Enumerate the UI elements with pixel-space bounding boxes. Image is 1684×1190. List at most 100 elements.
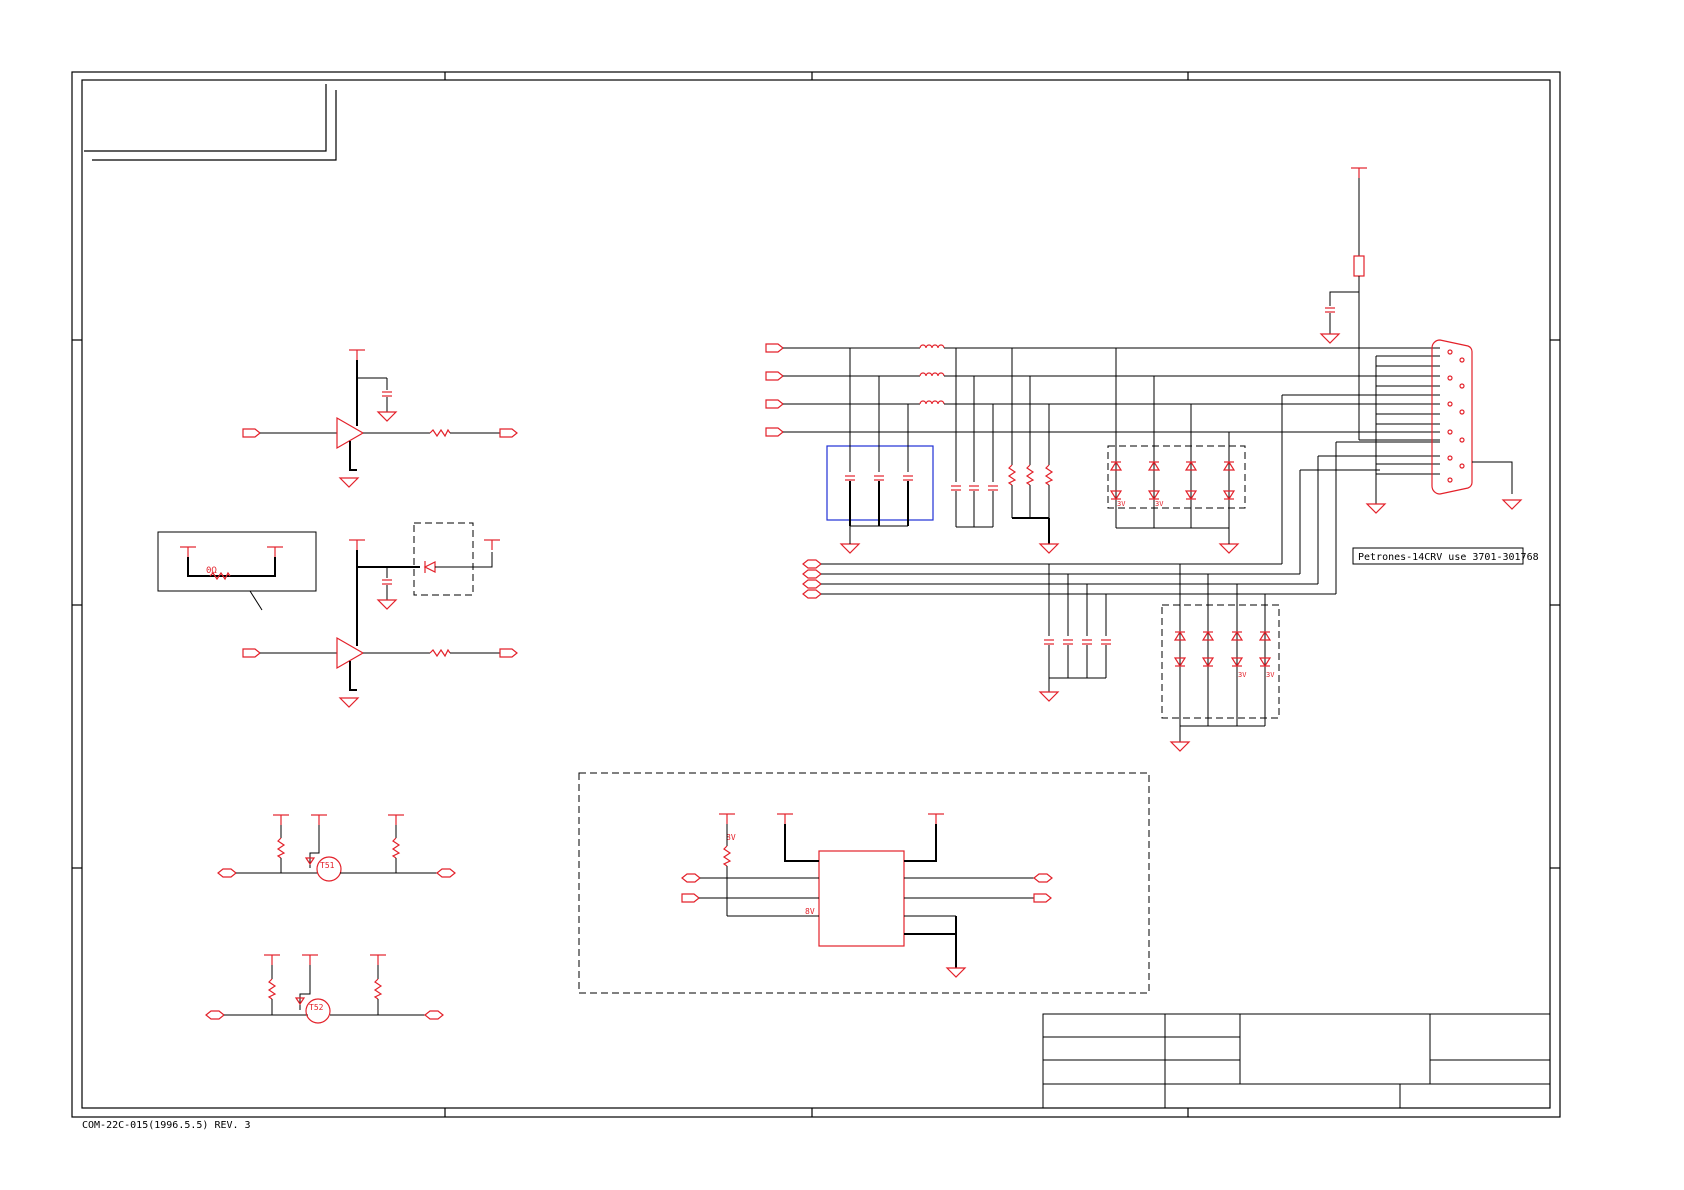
signal-port-icon: [802, 559, 822, 569]
buffer-amplifier-icon: [336, 636, 365, 670]
signal-port-icon: [242, 648, 261, 658]
power-rail-icon: [348, 349, 366, 361]
esd-group: [1107, 445, 1246, 509]
vreg-label-2: 8V: [805, 907, 815, 916]
resistor-icon: [268, 978, 276, 1000]
signal-port-icon: [802, 569, 822, 579]
buffer-amplifier-icon: [336, 416, 365, 450]
capacitor-icon: [844, 475, 856, 481]
power-rail-icon: [263, 954, 281, 966]
resistor-icon: [1045, 464, 1053, 486]
resistor-icon: [392, 837, 400, 859]
power-rail-icon: [387, 814, 405, 826]
capacitor-icon: [950, 485, 962, 491]
signal-port-icon: [802, 589, 822, 599]
signal-port-icon: [499, 648, 518, 658]
resistor-icon: [1008, 464, 1016, 486]
note-box: [1352, 547, 1524, 565]
signal-port-icon: [242, 428, 261, 438]
diode-icon: [294, 997, 306, 1006]
zener-label-c: 3V: [1238, 671, 1247, 679]
capacitor-icon: [1324, 307, 1336, 313]
power-rail-icon: [718, 813, 736, 825]
capacitor-icon: [1081, 639, 1093, 645]
ground-icon: [1039, 691, 1059, 702]
capacitor-icon: [873, 475, 885, 481]
power-rail-icon: [272, 814, 290, 826]
title-block: [1042, 1013, 1551, 1109]
resistor-icon: [429, 429, 451, 437]
signal-port-icon: [1033, 873, 1053, 883]
capacitor-icon: [902, 475, 914, 481]
ground-icon: [1502, 499, 1522, 510]
ground-icon: [1039, 543, 1059, 554]
signal-port-icon: [681, 873, 701, 883]
power-rail-icon: [1350, 167, 1368, 179]
ground-icon: [840, 543, 860, 554]
signal-port-icon: [499, 428, 518, 438]
capacitor-icon: [381, 391, 393, 397]
ground-icon: [377, 599, 397, 610]
bridge-label: 0Ω: [206, 566, 217, 576]
signal-port-icon: [765, 343, 784, 353]
mosfet-icon: [316, 856, 342, 882]
resistor-icon: [429, 649, 451, 657]
signal-port-icon: [436, 868, 456, 878]
esd-group: [1161, 604, 1280, 719]
signal-port-icon: [1033, 893, 1052, 903]
diode-icon: [304, 857, 316, 866]
capacitor-icon: [1062, 639, 1074, 645]
power-rail-icon: [348, 539, 366, 551]
power-rail-icon: [776, 813, 794, 825]
dsub-connector-icon: [1431, 339, 1473, 495]
ground-icon: [1366, 503, 1386, 514]
signal-port-icon: [217, 868, 237, 878]
buffer-circuit-1: [242, 349, 518, 488]
level-shifter-2: T52: [205, 954, 444, 1024]
ground-icon: [339, 477, 359, 488]
ground-icon: [339, 697, 359, 708]
ground-icon: [1219, 543, 1239, 554]
ground-icon: [377, 411, 397, 422]
signal-port-icon: [424, 1010, 444, 1020]
ic-block: 8V 8V: [578, 772, 1150, 994]
power-rail-icon: [301, 954, 319, 966]
capacitor-icon: [1043, 639, 1055, 645]
power-rail-icon: [927, 813, 945, 825]
signal-port-icon: [765, 399, 784, 409]
diode-icon: [423, 561, 436, 573]
form-number: COM-22C-015(1996.5.5) REV. 3: [82, 1120, 251, 1131]
level-shifter-1: T51: [217, 814, 456, 882]
signal-port-icon: [765, 427, 784, 437]
vga-interface: 3V 3V: [765, 167, 1539, 752]
power-rail-icon: [369, 954, 387, 966]
zener-label-d: 3V: [1266, 671, 1275, 679]
drawing-frame: [71, 71, 1561, 1118]
power-rail-icon: [310, 814, 328, 826]
ic-chip: [818, 850, 905, 947]
resistor-icon: [374, 978, 382, 1000]
transistor-label-2: T52: [309, 1003, 324, 1012]
capacitor-icon: [987, 485, 999, 491]
power-rail-icon: [179, 546, 197, 558]
ground-icon: [1170, 741, 1190, 752]
note-text: Petrones-14CRV use 3701-301768: [1358, 552, 1539, 563]
jumper-inset: 0Ω: [157, 531, 317, 611]
inductor-icon: [919, 344, 945, 349]
inductor-icon: [919, 400, 945, 405]
zener-label-b: 3V: [1155, 500, 1164, 508]
capacitor-icon: [1100, 639, 1112, 645]
fuse-icon: [1353, 255, 1365, 277]
signal-port-icon: [205, 1010, 225, 1020]
capacitor-icon: [381, 579, 393, 585]
ground-icon: [946, 967, 966, 978]
power-rail-icon: [266, 546, 284, 558]
ground-icon: [1320, 333, 1340, 344]
capacitor-icon: [968, 485, 980, 491]
inductor-icon: [919, 372, 945, 377]
signal-port-icon: [765, 371, 784, 381]
mosfet-icon: [305, 998, 331, 1024]
power-rail-icon: [483, 539, 501, 551]
transistor-label-1: T51: [320, 861, 335, 870]
